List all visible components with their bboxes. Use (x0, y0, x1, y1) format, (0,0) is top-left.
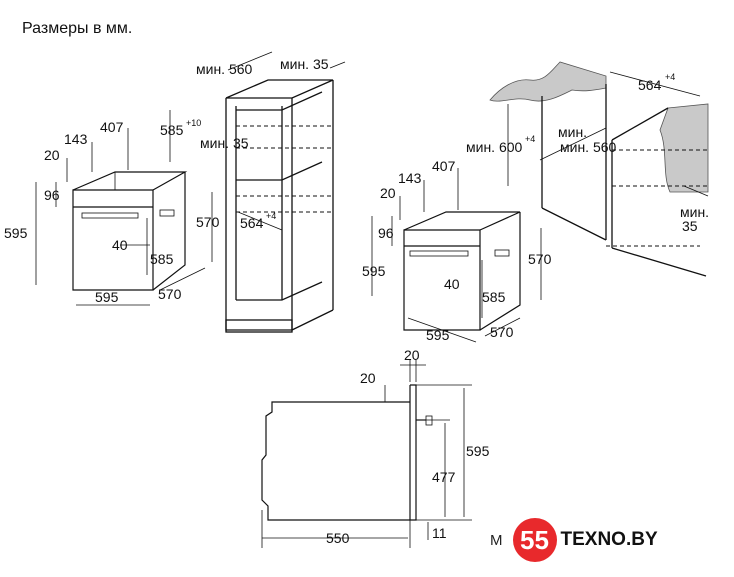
right-oven-handle (409, 250, 469, 257)
dim-line (539, 127, 607, 161)
dim-40: 40 (444, 276, 460, 292)
logo-badge: 55 (512, 518, 557, 562)
dim-min-35-value: 35 (682, 218, 698, 234)
dim-20-left: 20 (360, 370, 376, 386)
logo-word: TEXNO (560, 529, 626, 550)
dim-40: 40 (112, 237, 128, 253)
dim-96: 96 (44, 187, 60, 203)
logo-wordmark: TEXNO.BY (561, 529, 658, 551)
dim-line (227, 51, 273, 71)
dim-20: 20 (380, 185, 396, 201)
dim-143: 143 (64, 131, 88, 147)
left-oven-side (152, 172, 186, 291)
dim-595-width: 595 (95, 289, 119, 305)
plinth (225, 319, 293, 333)
left-oven: 143 407 20 96 595 570 40 585 595 570 (4, 119, 220, 306)
logo-suffix: .BY (625, 529, 658, 550)
dim-line (484, 317, 521, 337)
dim-min-35-label: мин. (680, 204, 709, 220)
dim-min-560-label: мин. (558, 124, 587, 140)
right-oven-top (403, 211, 521, 231)
side-view-front-panel (409, 384, 417, 521)
right-oven-side (479, 212, 521, 331)
dim-line (609, 71, 701, 97)
dim-564-tolerance: +4 (266, 211, 276, 221)
dim-585: 585 (150, 251, 174, 267)
tall-cabinet-front (225, 98, 293, 331)
dim-line (683, 185, 709, 197)
tall-cabinet-bottom (291, 309, 334, 331)
countertop-right (659, 103, 709, 193)
dim-line (159, 267, 206, 291)
dim-143: 143 (398, 170, 422, 186)
right-oven-rear-bracket (494, 249, 510, 257)
page-title: Размеры в мм. (22, 20, 133, 37)
right-oven-front (403, 229, 481, 331)
footer-prefix: M (490, 531, 503, 549)
dim-line (407, 317, 477, 343)
dim-595: 595 (466, 443, 490, 459)
shelf-top (236, 91, 323, 111)
dim-595-height: 595 (4, 225, 28, 241)
dim-min-560: мин. 560 (196, 61, 253, 77)
side-view-body (261, 401, 410, 521)
dim-96: 96 (378, 225, 394, 241)
side-view: 20 20 595 477 550 11 (261, 347, 490, 548)
dim-570-depth: 570 (490, 324, 514, 340)
dim-min-560: мин. 560 (560, 139, 617, 155)
dim-564: 564 (638, 77, 662, 93)
tall-cabinet-top (225, 79, 334, 99)
left-oven-top (72, 171, 188, 191)
left-oven-handle (81, 212, 139, 219)
dim-595-width: 595 (426, 327, 450, 343)
dim-570-depth: 570 (158, 286, 182, 302)
cabinet-left-bottom (541, 207, 607, 241)
shelf-bottom (236, 281, 323, 301)
dim-564: 564 (240, 215, 264, 231)
countertop-left (489, 61, 607, 102)
tall-cabinet: мин. 560 мин. 35 585 +10 мин. 35 564 +4 (160, 51, 346, 333)
dim-550: 550 (326, 530, 350, 546)
dim-20: 20 (44, 147, 60, 163)
dim-line (329, 61, 346, 69)
dim-585: 585 (160, 122, 184, 138)
dim-min-600: мин. 600 (466, 139, 523, 155)
dim-585: 585 (482, 289, 506, 305)
dim-564-tolerance: +4 (665, 72, 675, 82)
dim-585-tolerance: +10 (186, 118, 201, 128)
brand-logo: M 55 TEXNO.BY (490, 518, 658, 562)
dim-min-35-top: мин. 35 (280, 56, 329, 72)
left-oven-rear-bracket (159, 209, 175, 217)
dim-570-height: 570 (528, 251, 552, 267)
dim-min-600-tolerance: +4 (525, 134, 535, 144)
dim-11: 11 (432, 525, 447, 541)
dim-20-top: 20 (404, 347, 420, 363)
cabinet-right-top (611, 107, 669, 141)
dim-min-35-middle: мин. 35 (200, 135, 249, 151)
counter-cabinet: 564 +4 мин. 600 +4 мин. мин. 560 мин. 35 (466, 61, 709, 277)
dim-407: 407 (100, 119, 124, 135)
right-oven: 143 407 20 96 595 570 40 585 595 570 (362, 158, 552, 343)
side-view-handle (425, 415, 433, 426)
dim-407: 407 (432, 158, 456, 174)
dim-line (237, 211, 283, 231)
dim-477: 477 (432, 469, 456, 485)
dim-595-height: 595 (362, 263, 386, 279)
shelf-middle (236, 161, 323, 181)
cabinet-floor (611, 247, 707, 277)
dim-570-height: 570 (196, 214, 220, 230)
